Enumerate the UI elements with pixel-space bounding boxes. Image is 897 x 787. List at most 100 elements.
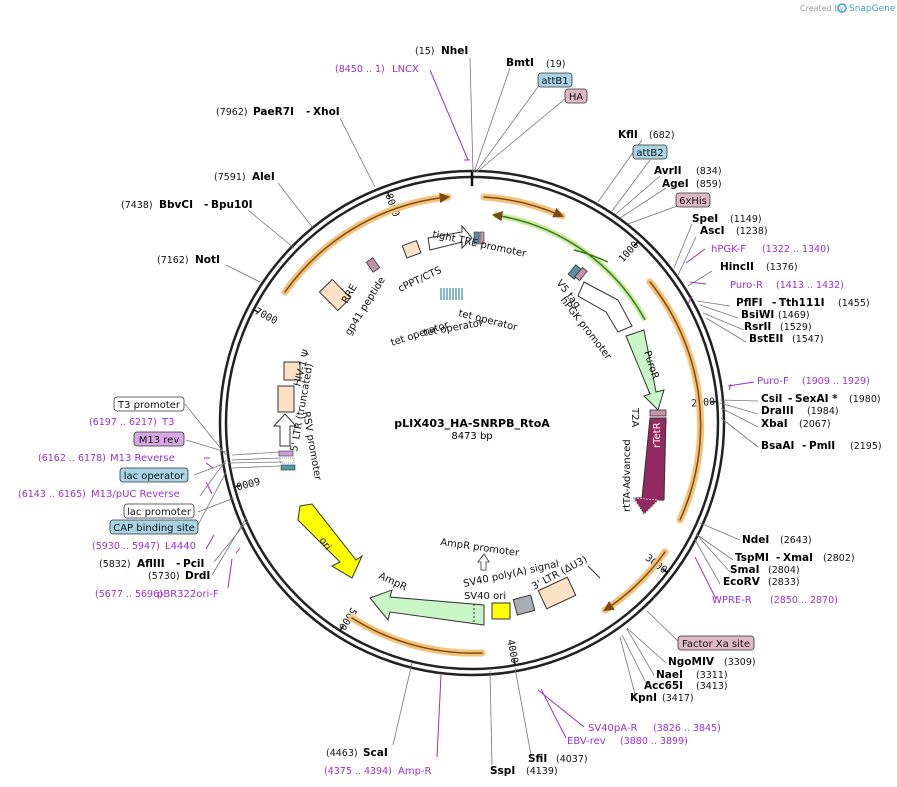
- m13reverse-name: M13 Reverse: [110, 453, 175, 464]
- sexai-name: SexAI *: [795, 393, 838, 405]
- svg-text:-: -: [788, 393, 792, 405]
- tspmi-name: TspMI: [735, 552, 769, 564]
- hpgkf-range: (1322 .. 1340): [762, 244, 830, 255]
- ha-label: HA: [569, 92, 584, 103]
- tick-mark: [711, 400, 718, 403]
- bsiwi-pos: (1469): [778, 310, 810, 321]
- svg-text:-: -: [204, 199, 208, 211]
- spei-name: SpeI: [692, 213, 718, 225]
- smai-name: SmaI: [730, 564, 760, 576]
- kpni-pos: (3417): [662, 693, 694, 704]
- svg-text:-: -: [772, 297, 776, 309]
- m13-rev-mini: [278, 450, 294, 457]
- t3-range: (6197 .. 6217): [89, 417, 157, 428]
- tick-mark: [633, 241, 639, 247]
- gp41-box: [365, 257, 381, 273]
- pflfi-pos: (1455): [838, 298, 870, 309]
- t3promoter-label: T3 promoter: [117, 400, 181, 411]
- svg-text:-: -: [802, 440, 806, 452]
- rtetr-label: rTetR: [652, 422, 663, 448]
- rre-box: [318, 278, 352, 312]
- m13puc-range: (6143 .. 6165): [18, 489, 86, 500]
- ltr3-box: [537, 576, 577, 610]
- rsv-promoter-arrow: [272, 413, 298, 447]
- tspmi-pos: (2802): [823, 553, 855, 564]
- rsv-label: RSV promoter: [300, 411, 323, 482]
- primer-lines: [204, 69, 755, 758]
- wpre-mini-line: [587, 565, 601, 579]
- sspi-pos: (4139): [526, 766, 558, 777]
- alei-pos: (7591): [214, 172, 246, 183]
- kfli-pos: (682): [649, 130, 675, 141]
- sv40ori-label: SV40 ori: [464, 591, 506, 602]
- attb1-label: attB1: [541, 76, 568, 87]
- ha-box: HA: [564, 88, 588, 104]
- ebvrev-name: EBV-rev: [567, 736, 606, 747]
- draiii-pos: (1984): [807, 406, 839, 417]
- tth111i-name: Tth111I: [779, 297, 824, 309]
- tet-operator-block: [440, 288, 464, 300]
- scai-pos: (4463): [326, 748, 358, 759]
- ampr-promoter-label: AmpR promoter: [440, 537, 521, 559]
- asci-name: AscI: [700, 225, 725, 237]
- leader-lines: [184, 57, 759, 766]
- smai-pos: (2804): [768, 565, 800, 576]
- purof-range: (1909 .. 1929): [802, 376, 870, 387]
- bsiwi-name: BsiWI: [741, 309, 774, 321]
- naei-pos: (3311): [696, 670, 728, 681]
- draiii-name: DraIII: [761, 405, 794, 417]
- ecorv-pos: (2833): [768, 577, 800, 588]
- xhoi-name: XhoI: [313, 106, 340, 118]
- cppt-label: cPPT/CTS: [397, 265, 444, 295]
- m13puc-name: M13/pUC Reverse: [91, 489, 180, 500]
- tick-mark: [386, 191, 391, 198]
- attb2-box: attB2: [632, 144, 668, 160]
- rsrii-name: RsrII: [744, 321, 771, 333]
- tick-mark: [234, 484, 241, 488]
- tick-mark: [662, 568, 668, 574]
- t2a-box: [649, 409, 667, 417]
- pcii-name: PciI: [183, 558, 204, 570]
- ngomiv-pos: (3309): [724, 657, 756, 668]
- bbvci-name: BbvCI: [159, 199, 193, 211]
- ampr-primer-range: (4375 .. 4394): [324, 766, 392, 777]
- pmli-name: PmlI: [809, 440, 835, 452]
- ndei-name: NdeI: [742, 534, 769, 546]
- snapgene-brand: SnapGene: [849, 4, 896, 14]
- hpgk-promoter-arrow: [577, 281, 633, 333]
- bsaai-name: BsaAI: [761, 440, 794, 452]
- cap-label: CAP binding site: [113, 523, 195, 534]
- bpu10i-name: Bpu10I: [211, 199, 253, 211]
- rre-label: RRE: [340, 282, 360, 305]
- lncx-range: (8450 .. 1): [335, 64, 385, 75]
- wpre-range: (2850 .. 2870): [770, 595, 838, 606]
- lacoperator-box: lac operator: [119, 467, 189, 483]
- tick-label: 7000: [253, 306, 279, 327]
- snapgene-logo-icon: [837, 3, 847, 13]
- plasmid-name: pLIX403_HA-SNRPB_RtoA: [394, 417, 550, 430]
- attb2-label: attB2: [636, 148, 663, 159]
- paer7i-name: PaeR7I: [253, 106, 294, 118]
- bsaai-pos: (2195): [850, 441, 882, 452]
- sspi-name: SspI: [490, 765, 515, 777]
- afliii-name: AflIII: [137, 558, 165, 570]
- feature-arc-lower-right: [601, 548, 669, 614]
- ampr-primer-name: Amp-R: [398, 766, 432, 777]
- agei-name: AgeI: [662, 178, 689, 190]
- lacpromoter-box: lac promoter: [123, 503, 195, 519]
- asci-pos: (1238): [736, 226, 768, 237]
- csii-pos: (1980): [849, 394, 881, 405]
- m13rev-label: M13 rev: [139, 435, 180, 446]
- svg-text:-: -: [306, 106, 310, 118]
- purof-name: Puro-F: [757, 376, 789, 387]
- t2a-label: T2A: [629, 407, 640, 427]
- bsteii-pos: (1547): [792, 334, 824, 345]
- ebvrev-range: (3880 .. 3899): [620, 736, 688, 747]
- tick-mark: [513, 659, 516, 666]
- l4440-range: (5930 .. 5947): [92, 541, 160, 552]
- hiv-psi-box: [283, 361, 301, 381]
- m13reverse-range: (6162 .. 6178): [38, 453, 106, 464]
- drdi-pos: (5730): [148, 571, 180, 582]
- sfii-name: SfiI: [528, 753, 547, 765]
- spei-pos: (1149): [730, 214, 762, 225]
